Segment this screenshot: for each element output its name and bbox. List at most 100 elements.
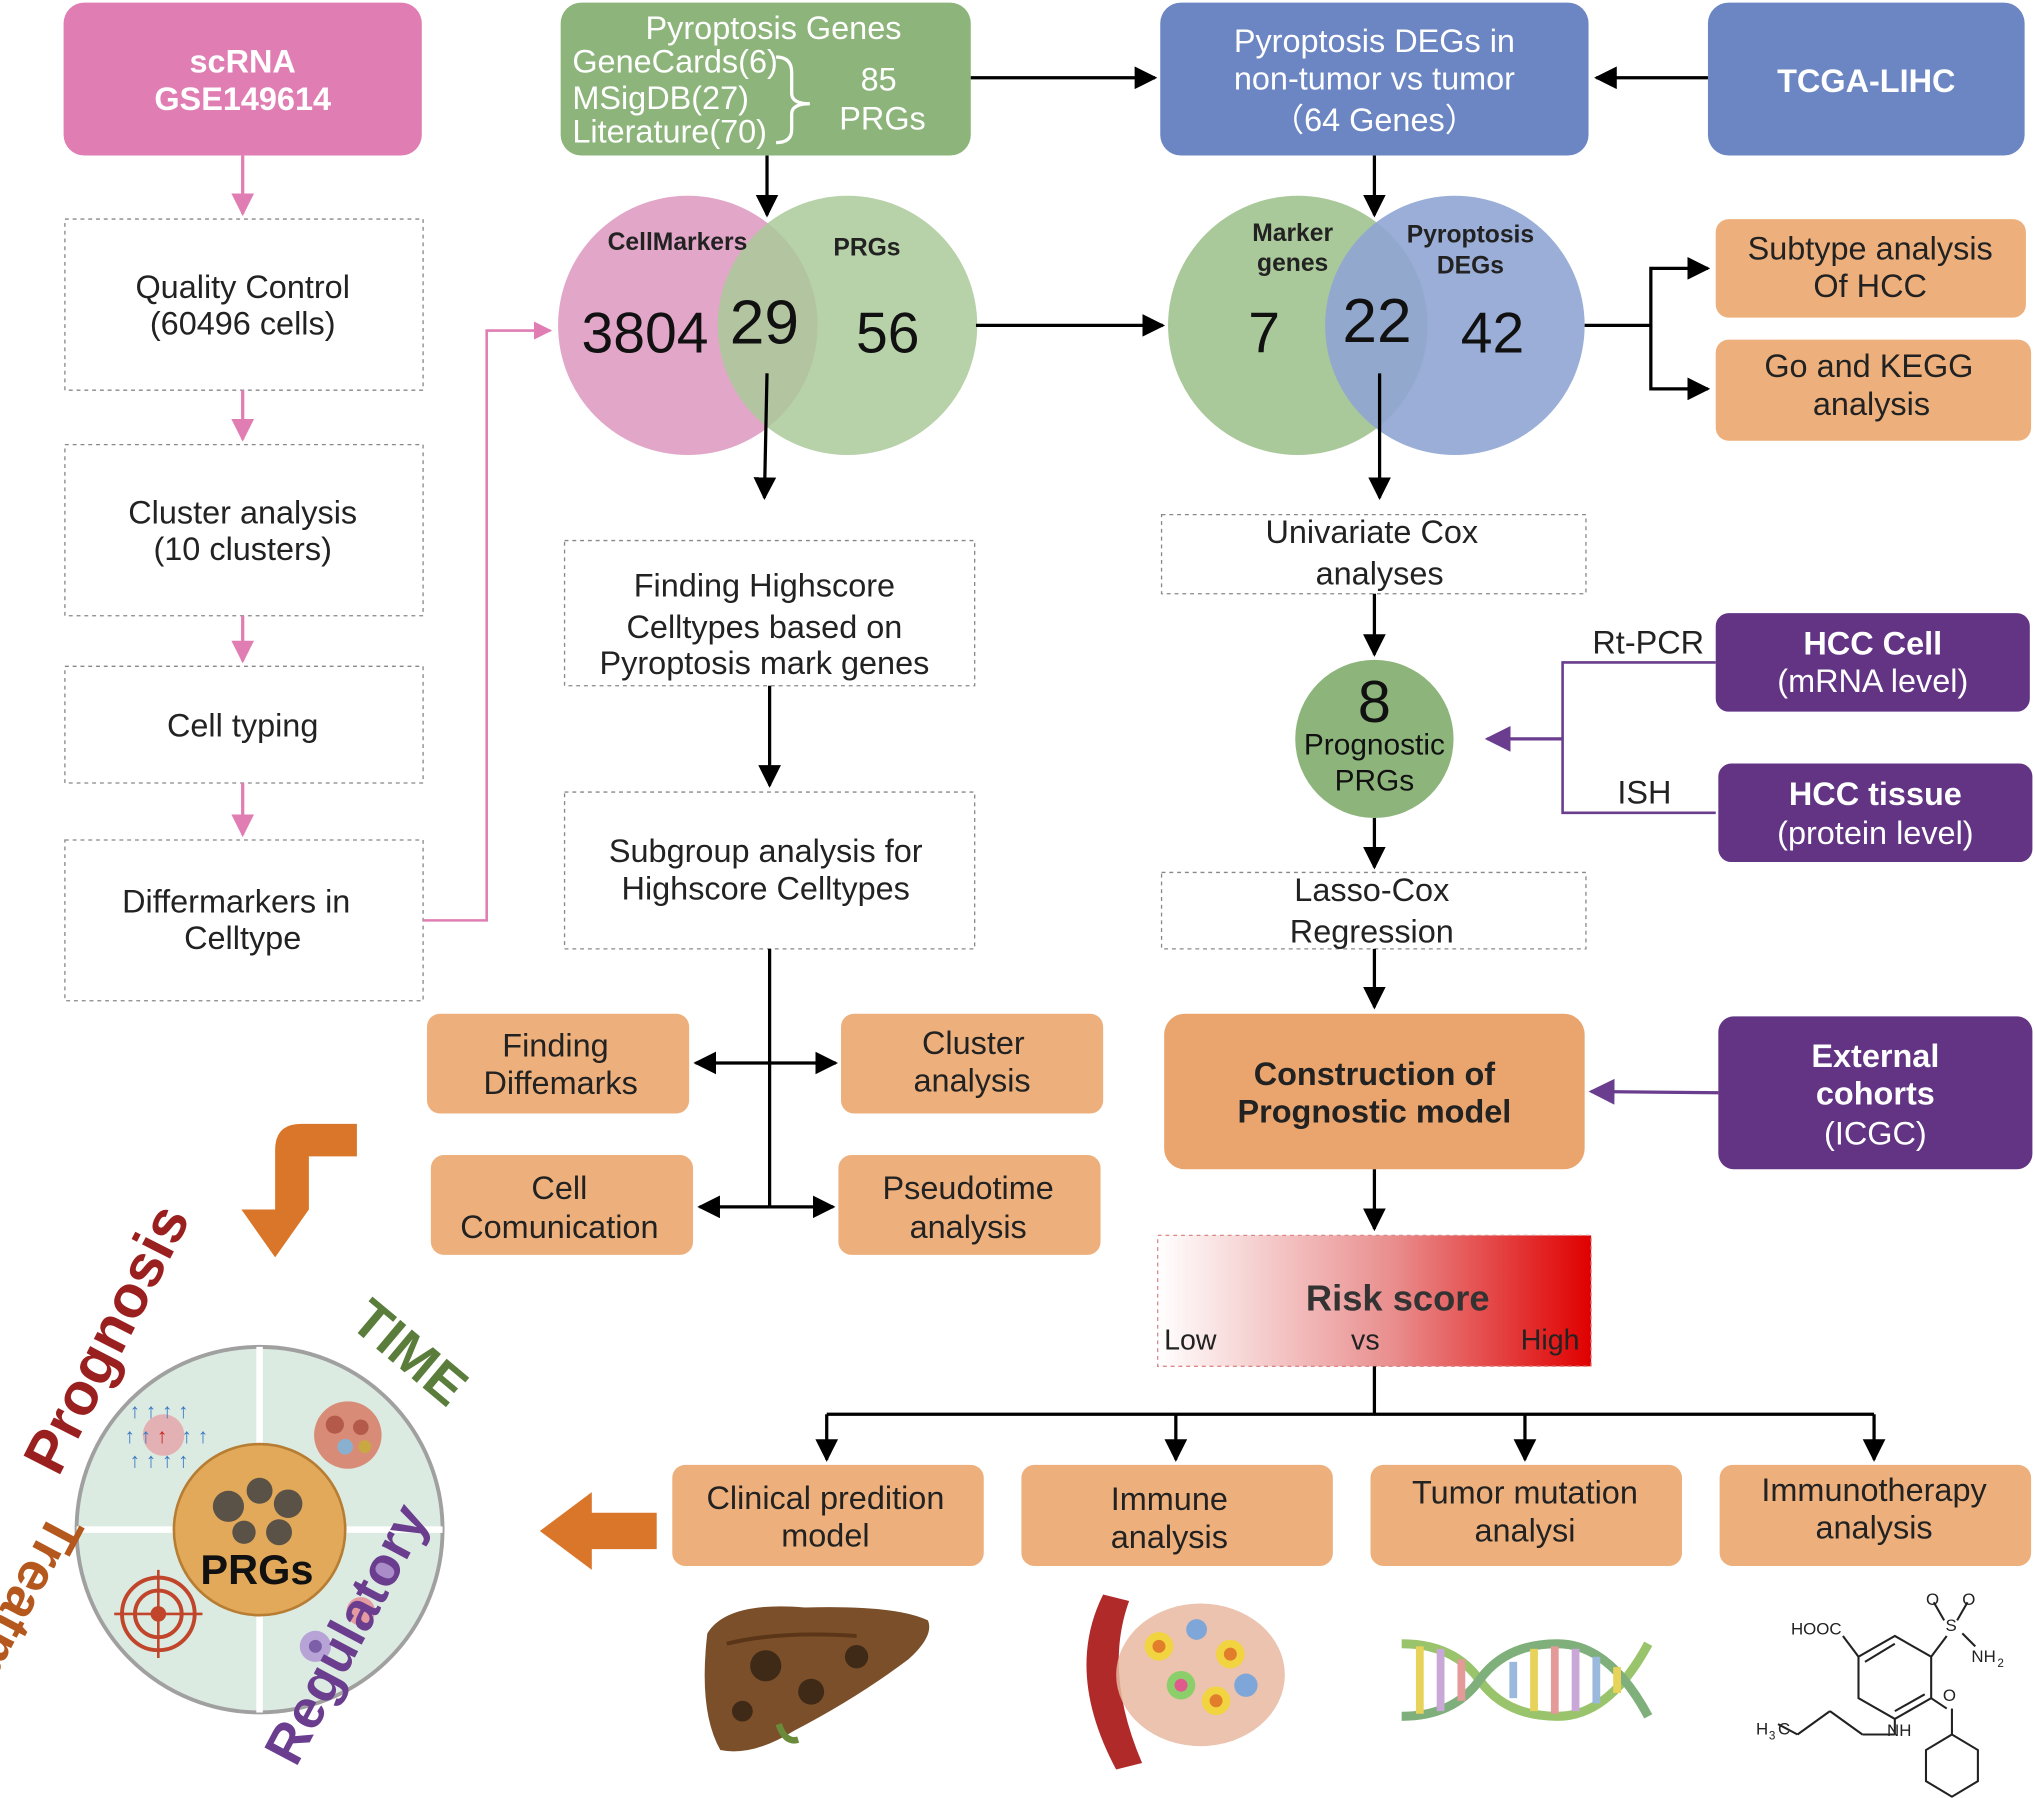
lasso-box: Lasso-Cox Regression <box>1160 871 1587 950</box>
svg-text:2: 2 <box>1997 1657 2003 1670</box>
cell-cluster-icon <box>212 1477 303 1546</box>
degs-line2: non-tumor vs tumor <box>1234 60 1515 96</box>
prg-summary-circle: PRGs ↑ ↑ ↑ ↑ ↑ ↑ ↑ ↑ ↑ ↑ ↑ ↑ ↑ <box>0 1194 479 1774</box>
prg-label: PRGs <box>839 101 925 137</box>
circle-center-label: PRGs <box>200 1546 313 1593</box>
rtpcr-label: Rt-PCR <box>1592 624 1704 660</box>
risk-title: Risk score <box>1306 1278 1490 1319</box>
chem-s: S <box>1945 1616 1956 1635</box>
clinical-line2: model <box>781 1518 869 1554</box>
chem-nh: NH <box>1887 1721 1911 1740</box>
chem-o-3: O <box>1943 1686 1956 1705</box>
highscore-box: Finding Highscore Celltypes based on Pyr… <box>563 539 976 687</box>
differmarkers-line1: Differmarkers in <box>122 884 350 920</box>
risk-vs: vs <box>1351 1324 1380 1356</box>
tumor-microenvironment-icon <box>314 1401 382 1469</box>
chemical-structure-icon <box>1777 1601 1979 1798</box>
svg-text:↑ ↑ ↑ ↑: ↑ ↑ ↑ ↑ <box>130 1449 189 1472</box>
venn1-right-label: PRGs <box>833 234 900 261</box>
regulatory-cells-icon <box>299 1560 395 1662</box>
source-literature: Literature(70) <box>572 114 767 150</box>
svg-text:↑ ↑: ↑ ↑ <box>125 1425 152 1448</box>
liver-icon <box>704 1606 930 1752</box>
prg-count: 85 <box>861 62 897 98</box>
venn2-right-label-1: Pyroptosis <box>1407 221 1534 248</box>
cluster-sub-box: Cluster analysis <box>840 1013 1104 1114</box>
prognosis-people-icon: ↑ ↑ ↑ ↑ ↑ ↑ ↑ ↑ ↑ ↑ ↑ ↑ ↑ <box>125 1400 209 1472</box>
degs-line3: （64 Genes） <box>1272 102 1477 138</box>
tcga-box: TCGA-LIHC <box>1707 2 2025 156</box>
svg-text:3: 3 <box>1769 1730 1775 1743</box>
external-line3: (ICGC) <box>1824 1116 1927 1152</box>
arrow-venn1-to-highscore <box>753 373 777 501</box>
svg-text:↑ ↑ ↑ ↑: ↑ ↑ ↑ ↑ <box>130 1400 189 1423</box>
differmarkers-box: Differmarkers in Celltype <box>64 839 424 1002</box>
risk-low: Low <box>1164 1324 1217 1356</box>
arrow-markers-to-venn1 <box>423 321 553 922</box>
cell-comunication-box: Cell Comunication <box>430 1155 694 1255</box>
pyroptosis-genes-title: Pyroptosis Genes <box>646 10 902 46</box>
tcga-label: TCGA-LIHC <box>1777 63 1955 99</box>
univariate-line1: Univariate Cox <box>1265 514 1478 550</box>
mutation-line2: analysi <box>1474 1512 1575 1548</box>
venn-markers-degs: Marker genes Pyroptosis DEGs 7 22 42 <box>1168 195 1585 456</box>
risk-score-box: Risk score Low vs High <box>1157 1234 1592 1367</box>
cell-typing-label: Cell typing <box>167 707 318 743</box>
source-genecards: GeneCards(6) <box>572 44 777 80</box>
immune-box: Immune analysis <box>1021 1464 1333 1566</box>
tumor-mutation-box: Tumor mutation analysi <box>1370 1464 1682 1566</box>
svg-text:↑: ↑ <box>157 1425 167 1448</box>
venn1-right-count: 56 <box>856 302 920 366</box>
cluster-sub-line1: Cluster <box>922 1025 1025 1061</box>
arrow-external-to-model <box>1588 1078 1719 1105</box>
model-line2: Prognostic model <box>1237 1094 1511 1130</box>
go-kegg-line1: Go and KEGG <box>1764 348 1973 384</box>
prognostic-line1: Prognostic <box>1304 728 1445 761</box>
prognostic-line2: PRGs <box>1335 765 1415 798</box>
dna-helix-icon <box>1401 1639 1653 1721</box>
venn1-right-circle <box>717 195 978 456</box>
arrow-venn2-to-subtype <box>1584 256 1711 327</box>
finding-line1: Finding <box>502 1028 608 1064</box>
chem-o-1: O <box>1926 1590 1939 1609</box>
go-kegg-box: Go and KEGG analysis <box>1715 339 2032 441</box>
immune-tissue-icon <box>1086 1594 1285 1770</box>
cluster-line1: Cluster analysis <box>128 495 357 531</box>
svg-text:C: C <box>1778 1719 1790 1738</box>
pyroptosis-genes-box: Pyroptosis Genes GeneCards(6) MSigDB(27)… <box>560 2 971 156</box>
treatment-target-icon <box>114 1569 203 1658</box>
subgroup-box: Subgroup analysis for Highscore Celltype… <box>563 791 976 950</box>
venn2-overlap-count: 22 <box>1342 287 1411 356</box>
chem-h3c: H <box>1756 1719 1768 1738</box>
univariate-box: Univariate Cox analyses <box>1160 513 1587 595</box>
external-line2: cohorts <box>1816 1075 1935 1111</box>
treatment-label: Treatment <box>0 1505 95 1763</box>
venn2-left-count: 7 <box>1248 302 1280 366</box>
pseudotime-line2: analysis <box>910 1209 1027 1245</box>
immunotherapy-line1: Immunotherapy <box>1761 1472 1987 1508</box>
scrna-dataset: GSE149614 <box>154 81 331 117</box>
hcc-tissue-box: HCC tissue (protein level) <box>1718 763 2033 863</box>
degs-line1: Pyroptosis DEGs in <box>1234 23 1515 59</box>
finding-diffemarks-box: Finding Diffemarks <box>426 1013 690 1114</box>
lasso-line2: Regression <box>1290 913 1454 949</box>
immune-line2: analysis <box>1111 1519 1228 1555</box>
cluster-sub-line2: analysis <box>914 1063 1031 1099</box>
venn2-right-label-2: DEGs <box>1437 253 1504 280</box>
venn-cellmarkers-prgs: CellMarkers PRGs 3804 29 56 <box>558 195 978 456</box>
univariate-line2: analyses <box>1316 556 1444 592</box>
hcc-cell-line2: (mRNA level) <box>1777 663 1968 699</box>
subtype-line1: Subtype analysis <box>1748 230 1993 266</box>
chem-hooc: HOOC <box>1791 1620 1842 1639</box>
clinical-line1: Clinical predition <box>706 1480 944 1516</box>
venn2-left-label-2: genes <box>1257 250 1328 277</box>
qc-line2: (60496 cells) <box>150 305 336 341</box>
venn1-overlap-count: 29 <box>730 289 799 358</box>
hcc-cell-box: HCC Cell (mRNA level) <box>1715 613 2030 712</box>
immunotherapy-line2: analysis <box>1815 1510 1932 1546</box>
subtype-box: Subtype analysis Of HCC <box>1715 219 2026 318</box>
svg-text:↑ ↑: ↑ ↑ <box>182 1425 209 1448</box>
ish-label: ISH <box>1617 775 1671 811</box>
highscore-line2: Celltypes based on <box>627 609 903 645</box>
hcc-cell-line1: HCC Cell <box>1803 626 1942 662</box>
